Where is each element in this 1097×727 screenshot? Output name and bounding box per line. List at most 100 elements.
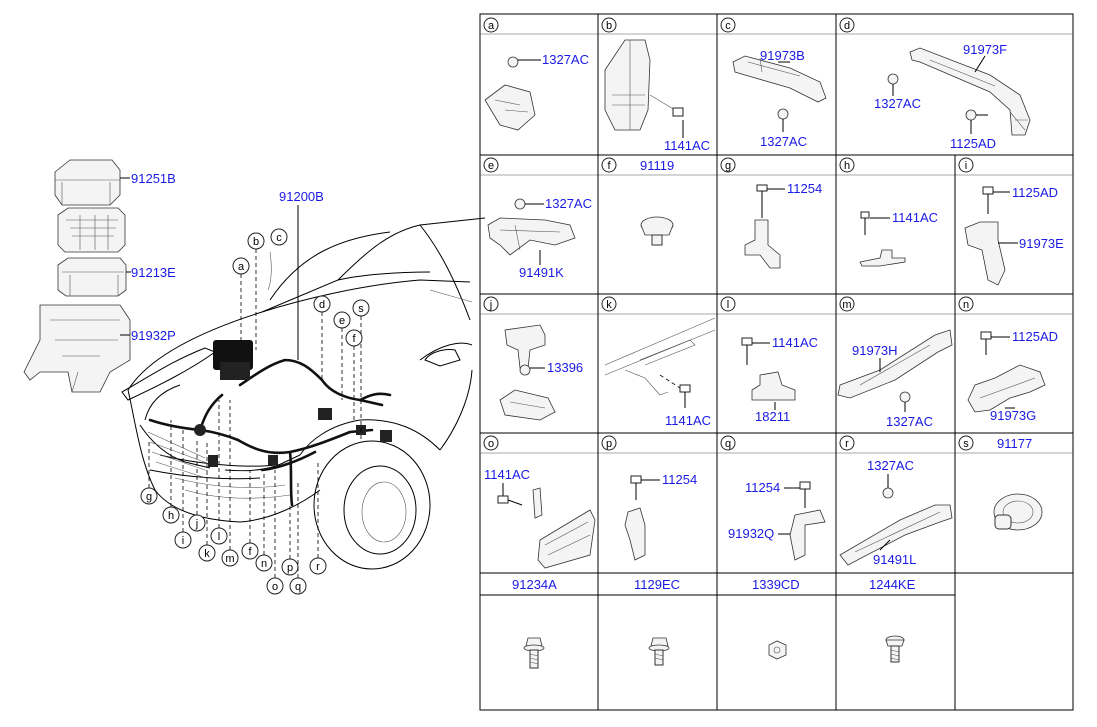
cell-letter-g: g — [725, 160, 731, 172]
cell-n: n 1125AD 91973G — [958, 296, 1058, 423]
part-91491L: 91491L — [873, 552, 916, 567]
callout-i: i — [182, 535, 184, 547]
callout-f-bottom: f — [248, 546, 252, 558]
cell-letter-b: b — [606, 20, 612, 32]
part-11254-g: 11254 — [787, 181, 822, 196]
cell-c: c 91973B 1327AC — [720, 17, 827, 149]
cell-i: i 1125AD 91973E — [958, 157, 1064, 286]
row5: 91234A 1129EC 1339CD 1244KE — [512, 577, 916, 669]
part-91177: 91177 — [997, 436, 1032, 451]
callout-r: r — [316, 561, 320, 573]
callout-o: o — [272, 581, 278, 593]
part-1141AC-o: 1141AC — [484, 467, 530, 482]
callout-n: n — [261, 558, 267, 570]
part-18211: 18211 — [755, 409, 790, 424]
part-13396: 13396 — [547, 360, 583, 375]
part-1244KE: 1244KE — [869, 577, 916, 592]
cell-g: g 11254 — [720, 157, 822, 269]
callout-d: d — [319, 299, 325, 311]
callout-l: l — [218, 531, 220, 543]
part-1141AC-h: 1141AC — [892, 210, 938, 225]
part-number-91200B: 91200B — [279, 189, 324, 204]
part-91973B: 91973B — [760, 48, 805, 63]
cell-letter-l: l — [727, 299, 729, 311]
cell-letter-f: f — [607, 160, 611, 172]
callout-h: h — [168, 510, 174, 522]
cell-letter-m: m — [842, 299, 851, 311]
cell-letter-i: i — [965, 160, 967, 172]
cell-letter-q: q — [725, 438, 731, 450]
callout-j: j — [195, 518, 198, 530]
callout-c: c — [276, 232, 282, 244]
cell-e: e 1327AC 91491K — [483, 157, 592, 280]
cell-letter-d: d — [844, 20, 850, 32]
cell-letter-c: c — [725, 20, 731, 32]
relay-box-lower — [57, 257, 127, 297]
part-1327AC-d: 1327AC — [874, 96, 921, 111]
cell-f: f 91119 — [601, 157, 674, 246]
part-91973F: 91973F — [963, 42, 1007, 57]
part-number-91251B: 91251B — [131, 171, 176, 186]
cell-d: d 91973F 1327AC 1125AD — [839, 17, 1031, 151]
part-1141AC-l: 1141AC — [772, 335, 818, 350]
part-1327AC-r: 1327AC — [867, 458, 914, 473]
part-91973G: 91973G — [990, 408, 1036, 423]
part-11254-p: 11254 — [662, 472, 697, 487]
callout-m: m — [225, 553, 234, 565]
cell-letter-o: o — [488, 438, 494, 450]
callout-k: k — [204, 548, 210, 560]
part-1141AC-b: 1141AC — [664, 138, 710, 153]
callout-e: e — [339, 315, 345, 327]
part-1327AC-m: 1327AC — [886, 414, 933, 429]
part-1327AC-e: 1327AC — [545, 196, 592, 211]
callout-a: a — [238, 261, 245, 273]
part-91119: 91119 — [640, 158, 674, 173]
cell-k: k 1141AC — [601, 296, 716, 428]
cell-letter-n: n — [963, 299, 969, 311]
part-91932Q: 91932Q — [728, 526, 774, 541]
main-wiring-harness — [148, 340, 392, 507]
part-number-91213E: 91213E — [131, 265, 176, 280]
part-1125AD-d: 1125AD — [950, 136, 996, 151]
part-1339CD: 1339CD — [752, 577, 800, 592]
part-1327AC-a: 1327AC — [542, 52, 589, 67]
cell-letter-j: j — [489, 299, 492, 311]
cell-q: q 11254 91932Q — [720, 435, 826, 561]
part-1327AC-c: 1327AC — [760, 134, 807, 149]
cell-letter-k: k — [606, 299, 612, 311]
cell-p: p 11254 — [601, 435, 697, 561]
cell-letter-h: h — [844, 160, 850, 172]
cell-h: h 1141AC — [839, 157, 938, 267]
callout-b: b — [253, 236, 259, 248]
part-91973H: 91973H — [852, 343, 898, 358]
part-91491K: 91491K — [519, 265, 564, 280]
cell-o: o 1141AC — [483, 435, 596, 569]
part-91234A: 91234A — [512, 577, 557, 592]
callout-g: g — [146, 491, 152, 503]
callout-q: q — [295, 581, 301, 593]
parts-grid — [479, 13, 1074, 711]
relay-box-cover — [54, 159, 121, 206]
cell-a: a 1327AC — [483, 17, 589, 131]
cell-letter-s: s — [963, 438, 969, 450]
cell-j: j 13396 — [483, 296, 583, 421]
cell-letter-a: a — [488, 20, 495, 32]
cell-s: s 91177 — [958, 435, 1043, 531]
part-1141AC-k: 1141AC — [665, 413, 711, 428]
part-1125AD-i: 1125AD — [1012, 185, 1058, 200]
part-11254-q: 11254 — [745, 480, 780, 495]
relay-box-bracket — [23, 304, 131, 393]
callout-s: s — [358, 303, 364, 315]
cell-b: b 1141AC — [601, 17, 710, 153]
cell-l: l 1141AC 18211 — [720, 296, 818, 424]
part-1125AD-n: 1125AD — [1012, 329, 1058, 344]
callout-f-top: f — [352, 333, 356, 345]
cell-r: r 1327AC 91491L — [839, 435, 953, 567]
cell-m: m 91973H 1327AC — [837, 296, 953, 429]
cell-letter-p: p — [606, 438, 612, 450]
part-1129EC: 1129EC — [634, 577, 680, 592]
part-number-91932P: 91932P — [131, 328, 176, 343]
cell-letter-r: r — [845, 438, 849, 450]
relay-box-frame — [57, 207, 126, 253]
